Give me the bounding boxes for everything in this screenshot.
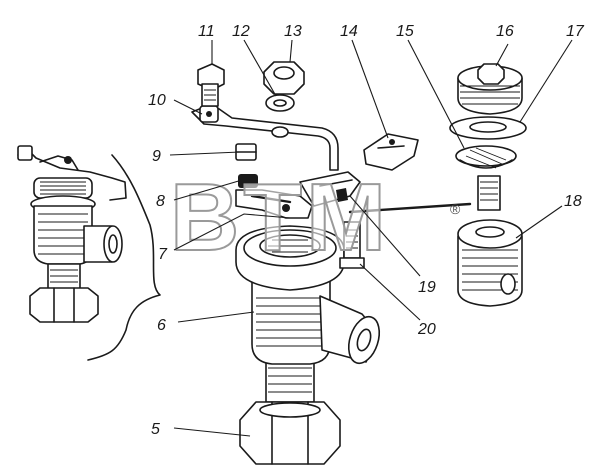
label-5: 5 <box>151 421 160 438</box>
label-7: 7 <box>158 246 168 263</box>
part-12-washer <box>265 94 295 138</box>
label-18: 18 <box>564 193 582 210</box>
part-labels: 5 6 7 8 9 10 11 12 13 14 15 16 17 18 19 … <box>148 23 585 438</box>
label-9: 9 <box>152 148 161 165</box>
part-6-valve-body <box>235 225 381 365</box>
svg-text:BTM: BTM <box>170 164 390 271</box>
label-15: 15 <box>396 23 414 40</box>
label-10: 10 <box>148 92 166 109</box>
label-20: 20 <box>417 321 436 338</box>
label-6: 6 <box>157 317 166 334</box>
label-16: 16 <box>496 23 514 40</box>
assembled-valve-inset <box>17 145 161 361</box>
label-11: 11 <box>198 23 215 40</box>
label-14: 14 <box>340 23 358 40</box>
part-11-bolt <box>197 63 225 107</box>
label-8: 8 <box>156 193 165 210</box>
label-19: 19 <box>418 279 436 296</box>
btm-watermark: BTM ® <box>169 163 461 272</box>
part-17-washer <box>449 116 527 140</box>
part-15-spring <box>455 145 517 169</box>
leader-lines <box>169 39 573 437</box>
part-16-cap <box>457 63 523 115</box>
label-12: 12 <box>232 23 250 40</box>
part-5-hex-nut <box>239 359 341 465</box>
svg-text:®: ® <box>450 201 461 217</box>
part-18-cylinder <box>457 175 523 307</box>
parts-7-8-9-linkage <box>235 143 361 219</box>
part-10-bracket-arm <box>191 103 339 171</box>
connecting-rod <box>348 202 472 214</box>
label-13: 13 <box>284 23 302 40</box>
part-13-nut <box>263 61 305 95</box>
part-20-screw <box>339 221 365 269</box>
part-14-clip <box>363 133 419 171</box>
label-17: 17 <box>566 23 585 40</box>
